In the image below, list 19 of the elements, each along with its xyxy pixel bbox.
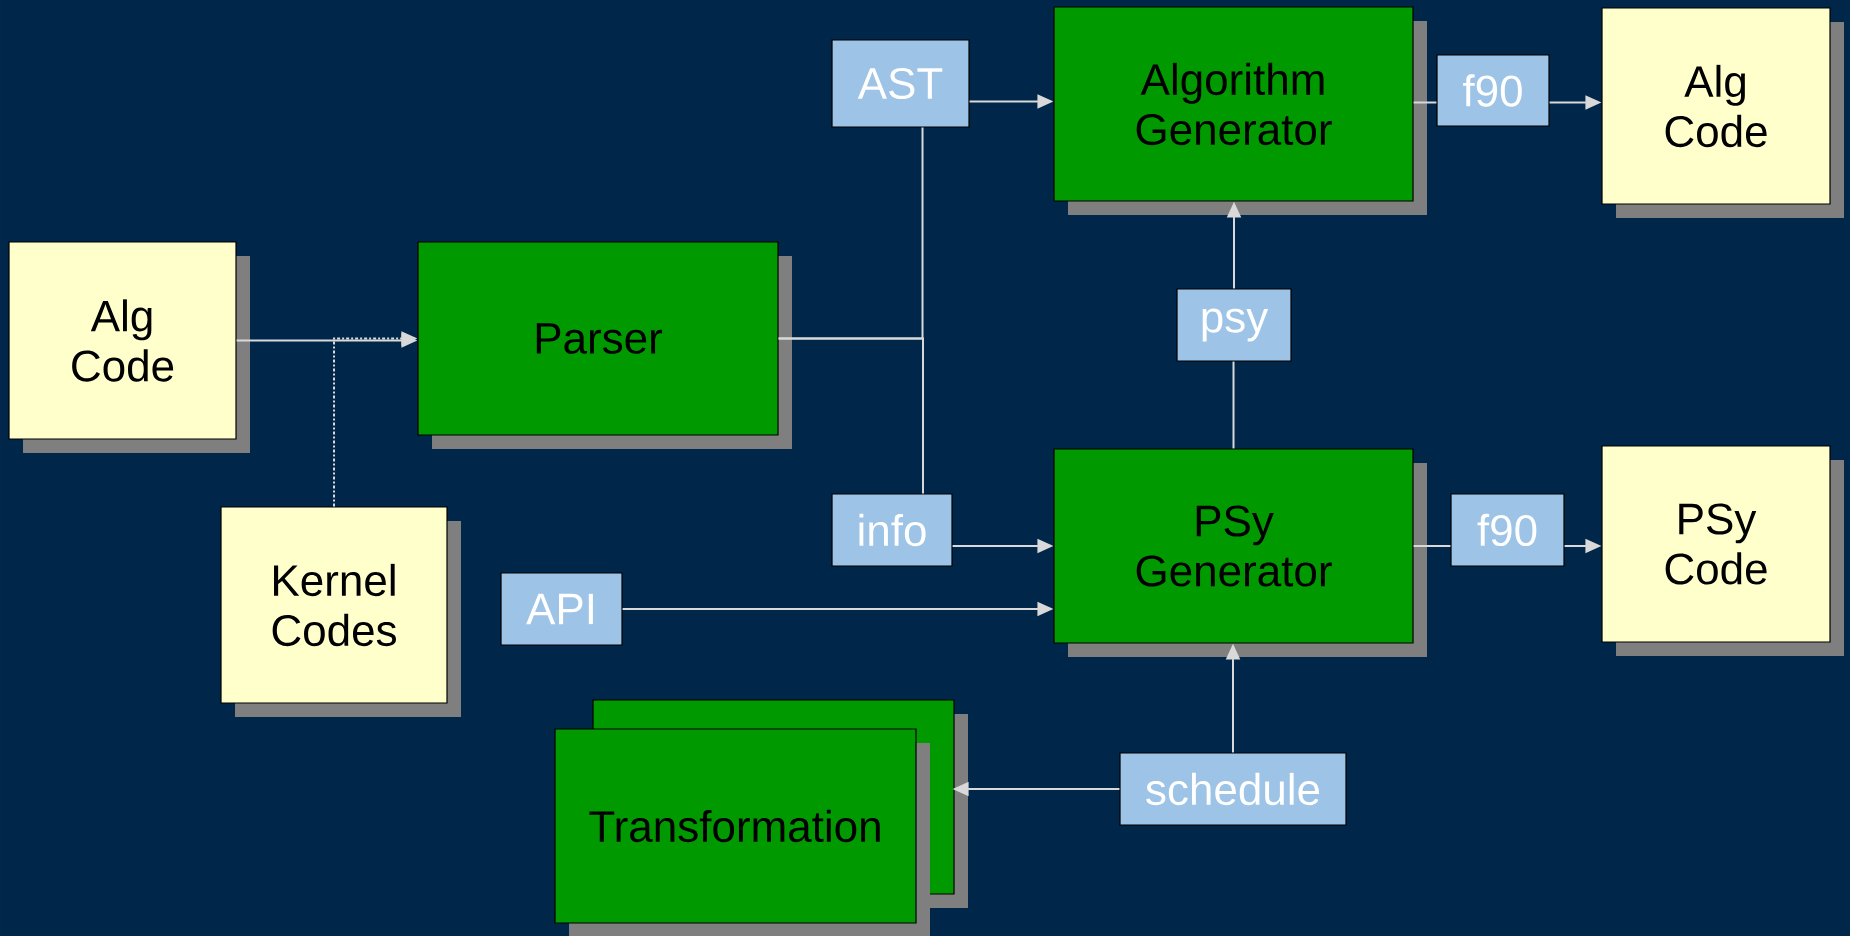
document-box: Alg Code <box>8 241 250 453</box>
document-box: PSy Code <box>1601 445 1844 656</box>
process-box: Parser <box>417 241 792 449</box>
stacked-process-box: Transformation <box>554 699 968 936</box>
document-box: Alg Code <box>1601 7 1844 218</box>
document-box: Kernel Codes <box>220 506 461 717</box>
connector-line <box>1412 101 1438 104</box>
data-label-box: API <box>500 572 623 646</box>
process-box: Algorithm Generator <box>1053 6 1427 215</box>
data-label-box: psy <box>1176 288 1292 362</box>
connector-line <box>1232 360 1235 450</box>
data-label-box: schedule <box>1119 752 1347 826</box>
data-label-box: f90 <box>1450 493 1565 567</box>
data-label-box: info <box>831 493 953 567</box>
data-label-box: f90 <box>1436 54 1550 127</box>
process-box: PSy Generator <box>1053 448 1427 657</box>
data-label-box: AST <box>831 39 970 128</box>
connector-line <box>1412 545 1452 547</box>
connector-line <box>777 337 924 495</box>
